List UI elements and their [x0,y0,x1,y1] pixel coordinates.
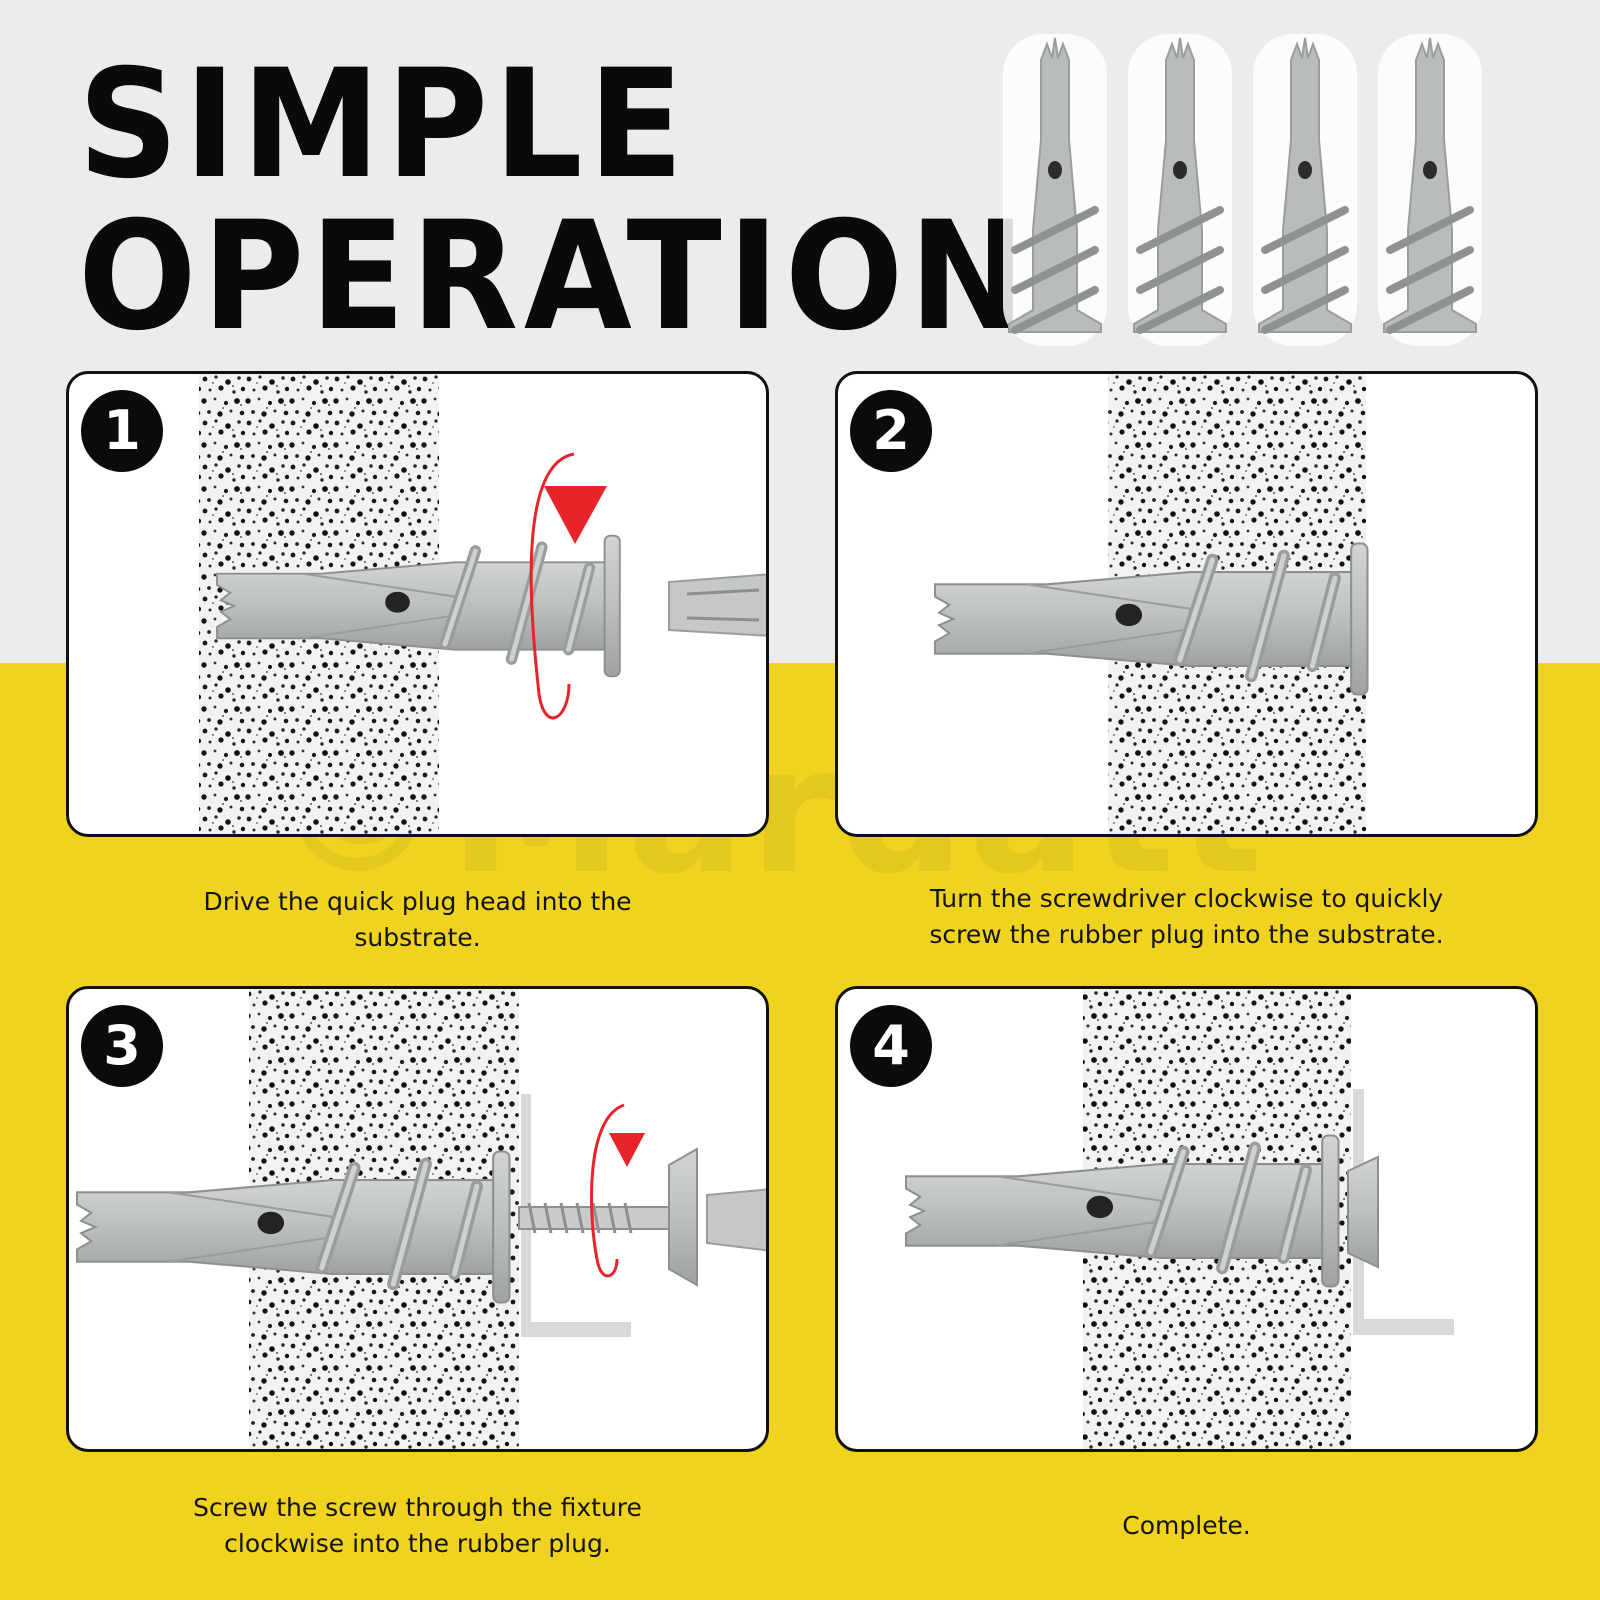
step-1-caption: Drive the quick plug head into the subst… [203,887,632,952]
step-2-caption: Turn the screwdriver clockwise to quickl… [929,884,1444,949]
headline-line-2: OPERATION [78,190,1032,364]
plug-image-1 [1003,34,1107,346]
screwdriver-bit [706,1188,766,1252]
step-1-illustration [199,374,766,834]
step-4-number-badge: 4 [850,1005,932,1087]
step-3-caption: Screw the screw through the fixture cloc… [193,1493,642,1558]
wood-screw [518,1147,698,1287]
screwdriver-bit [668,573,766,637]
step-2-number-badge: 2 [850,390,932,472]
step-2-panel: 2 [835,371,1538,837]
rotate-clockwise-arrow-icon [529,452,607,720]
step-3-panel: 3 [66,986,769,1452]
headline-line-1: SIMPLE [78,38,690,212]
step-2-illustration [838,374,1538,834]
step-3-illustration [69,989,766,1449]
plug-image-4 [1378,34,1482,346]
product-plugs-row [995,30,1495,350]
step-4-caption: Complete. [1122,1511,1251,1540]
step-4-panel: 4 [835,986,1538,1452]
step-3-number-badge: 3 [81,1005,163,1087]
plug-image-2 [1128,34,1232,346]
fixture-bracket [1353,1089,1454,1335]
step-1-panel: 1 [66,371,769,837]
plug-image-3 [1253,34,1357,346]
step-1-number-badge: 1 [81,390,163,472]
screw-head [1347,1155,1379,1269]
step-4-illustration [838,989,1454,1449]
rotate-clockwise-arrow-icon [589,1103,645,1278]
